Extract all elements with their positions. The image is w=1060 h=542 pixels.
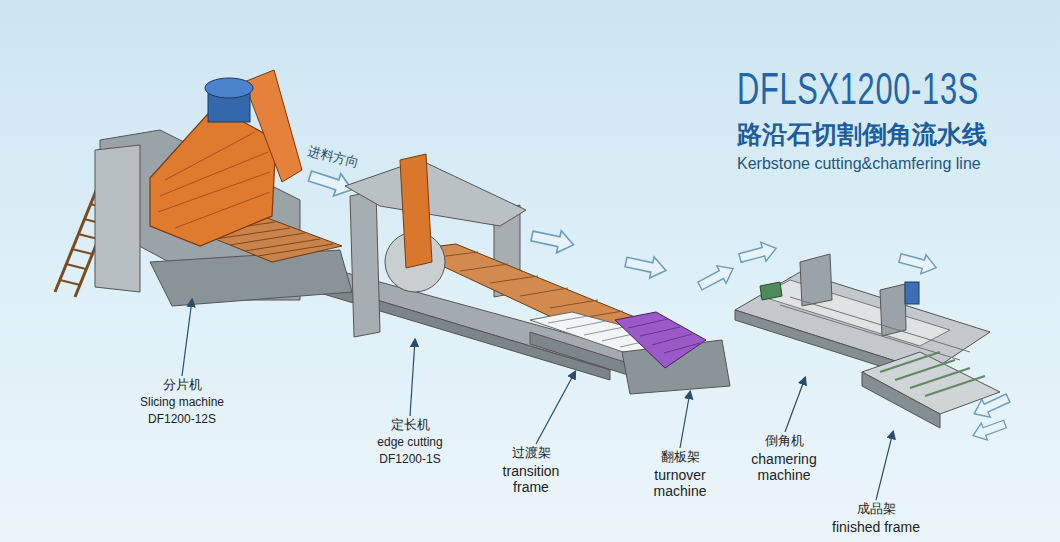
part-name: transition frame [485,463,577,495]
part-name: 过渡架 [512,446,551,461]
model-number: DF1200-12S [148,413,216,427]
slicing-machine [55,70,352,306]
model-number: DF1200-1S [379,453,440,467]
part-name: chamering machine [734,451,834,483]
subtitle-en: Kerbstone cutting&chamfering line [737,155,981,173]
finished-frame [862,352,1000,428]
part-name: edge cutting [377,436,442,450]
subtitle-cn: 路沿石切割倒角流水线 [737,120,987,149]
part-name: 倒角机 [765,434,804,449]
chamfering-machine [735,254,990,382]
title: DFLSX1200-13S [737,64,979,115]
part-name: 成品架 [857,502,896,517]
edge-cutting-machine [345,154,642,337]
part-name: 分片机 [163,378,202,393]
part-name: Slicing machine [140,396,224,410]
flow-direction-label: 进料方向 [306,144,360,171]
turnover-machine [615,312,730,394]
part-name: turnover machine [634,467,726,499]
part-name: finished frame [832,519,920,535]
leader-lines [182,300,893,500]
part-name: 定长机 [391,418,430,433]
part-name: 翻板架 [661,450,700,465]
